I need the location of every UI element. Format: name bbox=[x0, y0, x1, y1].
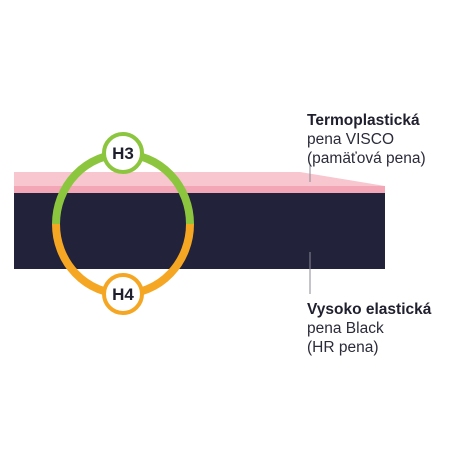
visco-subtitle: (pamäťová pena) bbox=[307, 150, 426, 167]
badge-h3-label: H3 bbox=[112, 144, 134, 163]
badge-h4-label: H4 bbox=[112, 285, 134, 304]
hr-callout: Vysoko elastická pena Black (HR pena) bbox=[307, 300, 467, 357]
badge-h4: H4 bbox=[102, 273, 144, 315]
hr-name: pena Black bbox=[307, 320, 384, 337]
hr-subtitle: (HR pena) bbox=[307, 339, 379, 356]
badge-h3: H3 bbox=[102, 132, 144, 174]
hr-layer bbox=[14, 193, 385, 269]
visco-title: Termoplastická bbox=[307, 112, 420, 129]
visco-name: pena VISCO bbox=[307, 131, 395, 148]
hr-title: Vysoko elastická bbox=[307, 301, 432, 318]
visco-layer-edge bbox=[14, 186, 385, 193]
visco-callout: Termoplastická pena VISCO (pamäťová pena… bbox=[307, 111, 467, 168]
